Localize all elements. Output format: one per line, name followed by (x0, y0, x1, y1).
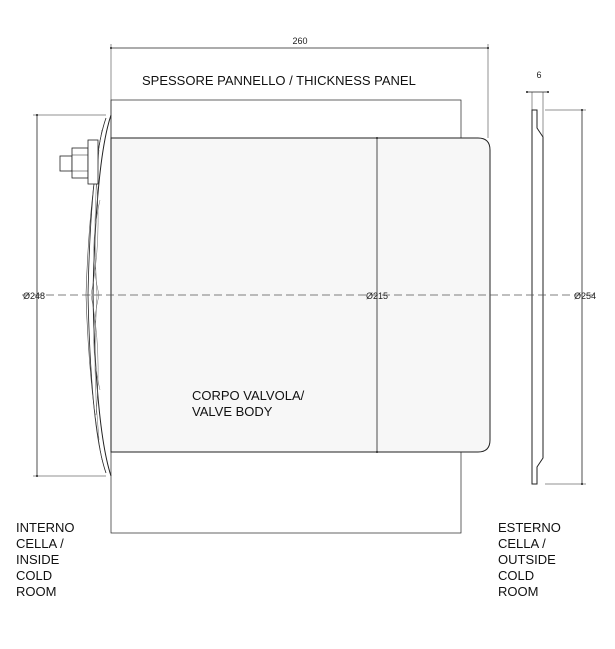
valve-knob (59, 139, 99, 185)
inside-label-line: COLD (16, 568, 53, 583)
valve-body-label-line1: CORPO VALVOLA/ (192, 388, 305, 403)
inside-label-line: INTERNO (16, 520, 75, 535)
outside-plate: 6 (525, 70, 550, 485)
panel-thickness-label: SPESSORE PANNELLO / THICKNESS PANEL (142, 73, 416, 88)
flange-diameter-value: Ø248 (23, 291, 45, 301)
inside-label-line: ROOM (16, 584, 57, 599)
outside-label-line: CELLA / (498, 536, 546, 551)
flange-diameter-dimension: Ø248 (23, 113, 106, 478)
outside-label-line: COLD (498, 568, 535, 583)
plate-diameter-value: Ø254 (574, 291, 596, 301)
overall-length-value: 260 (292, 36, 307, 46)
body-diameter-value: Ø215 (366, 291, 388, 301)
outside-label-line: ROOM (498, 584, 539, 599)
inside-label-line: CELLA / (16, 536, 64, 551)
outside-cold-room-label: ESTERNO CELLA / OUTSIDE COLD ROOM (498, 520, 561, 600)
plate-thickness-value: 6 (536, 70, 541, 80)
outside-label-line: ESTERNO (498, 520, 561, 535)
inside-label-line: INSIDE (16, 552, 60, 567)
valve-body-label-line2: VALVE BODY (192, 404, 273, 419)
plate-diameter-dimension: Ø254 (545, 108, 596, 486)
outside-label-line: OUTSIDE (498, 552, 556, 567)
inside-cold-room-label: INTERNO CELLA / INSIDE COLD ROOM (16, 520, 75, 600)
